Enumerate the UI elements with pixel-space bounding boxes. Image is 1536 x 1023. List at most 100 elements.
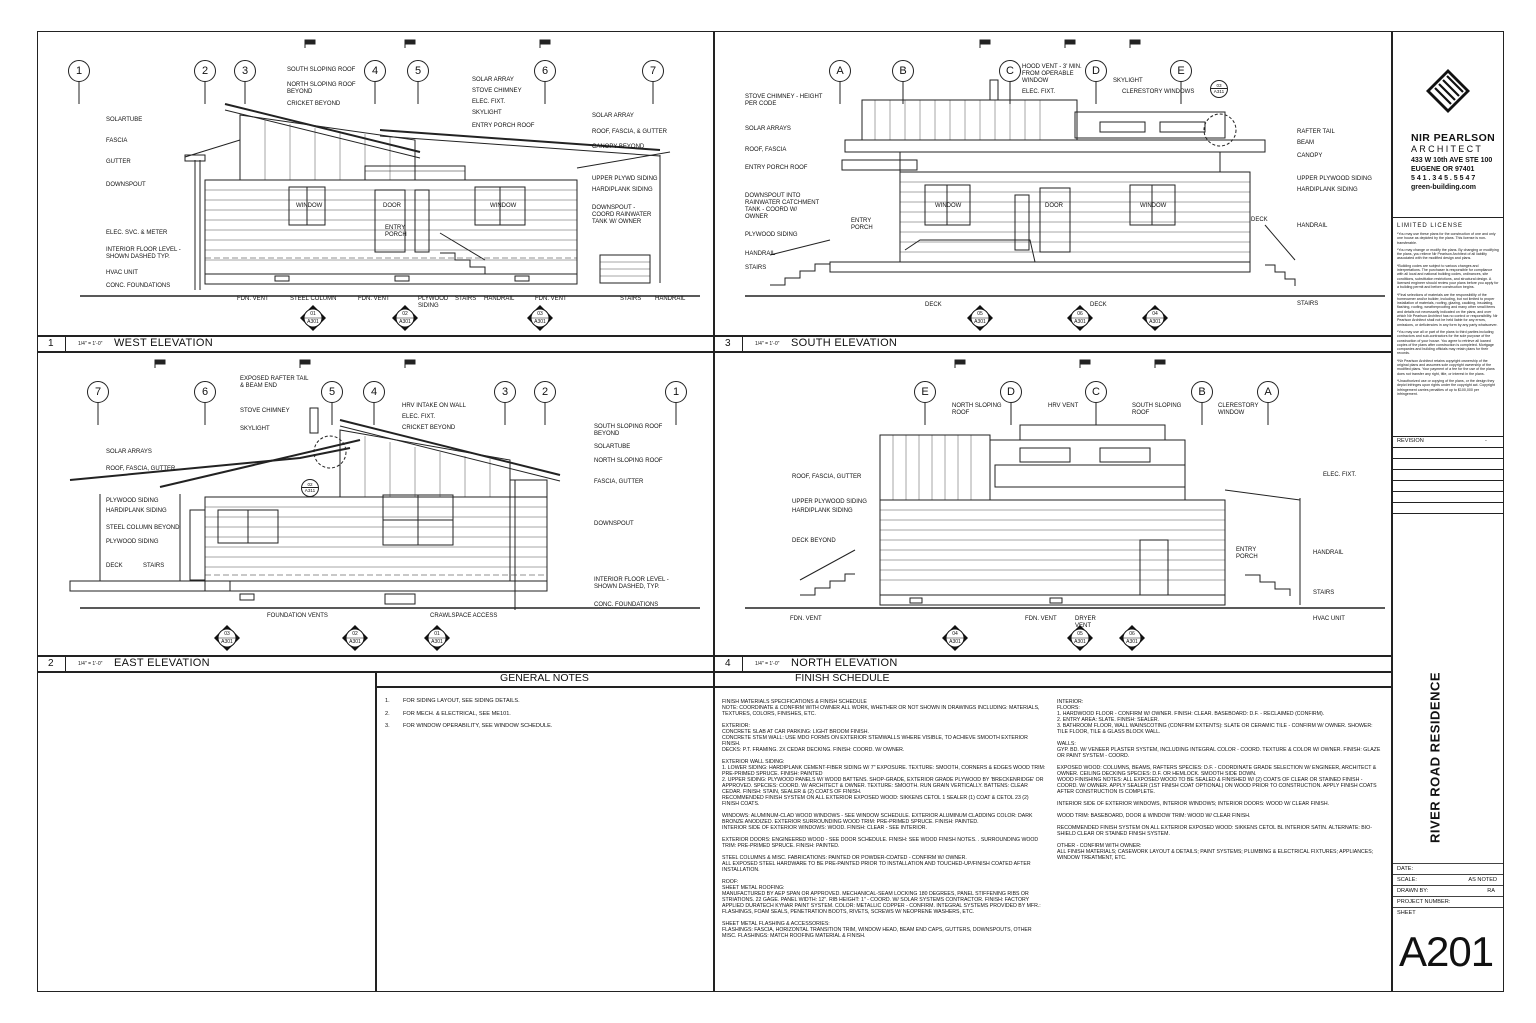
- license-paragraph: *You may change or modify the plans. By …: [1397, 247, 1499, 261]
- section-marker-sheet: A301: [1126, 639, 1138, 645]
- divider: [1393, 513, 1503, 514]
- label: ELEC. SVC. & METER: [106, 230, 168, 236]
- label: DOWNSPOUT: [594, 521, 634, 527]
- gridline-bubble: B: [892, 60, 914, 82]
- section-marker-id: 03: [537, 311, 543, 317]
- label: HVAC UNIT: [1313, 616, 1345, 622]
- view-number: 3: [715, 336, 743, 352]
- firm-logo: [1426, 69, 1470, 113]
- gridline-bubble: C: [999, 60, 1021, 82]
- finish-paragraph: INTERIOR: FLOORS: 1. HARDWOOD FLOOR - CO…: [1057, 699, 1373, 735]
- gridline-bubble: 3: [234, 60, 256, 82]
- section-marker-id: 02: [402, 311, 408, 317]
- section-marker-id: 05: [977, 311, 983, 317]
- section-marker-id: 02: [352, 631, 358, 637]
- label: UPPER PLYWD SIDING: [592, 176, 658, 182]
- label: STAIRS: [455, 296, 477, 302]
- label: ROOF, FASCIA, & GUTTER: [592, 129, 668, 135]
- label: PLYWOOD SIDING: [418, 296, 449, 309]
- gridline-bubble: 1: [665, 381, 687, 403]
- notes-left-divider: [375, 671, 377, 992]
- divider: [1393, 217, 1503, 218]
- view-title: NORTH ELEVATION: [791, 657, 898, 669]
- section-marker-id: 06: [1077, 311, 1083, 317]
- section-marker-id: 01: [310, 311, 316, 317]
- label: STEEL COLUMN BEYOND: [106, 525, 180, 531]
- finish-paragraph: RECOMMENDED FINISH SYSTEM ON ALL EXTERIO…: [1057, 825, 1372, 837]
- finish-paragraph: OTHER - CONFIRM WITH OWNER: ALL FINISH M…: [1057, 843, 1374, 861]
- label: WINDOW: [296, 203, 323, 209]
- label: SOUTH SLOPING ROOF: [1132, 403, 1182, 416]
- general-notes-title: GENERAL NOTES: [500, 672, 589, 684]
- finish-paragraph: SHEET METAL FLASHING & ACCESSORIES: FLAS…: [722, 921, 1032, 939]
- label: SOUTH SLOPING ROOF BEYOND: [594, 424, 663, 437]
- label: SOLAR ARRAY: [592, 113, 634, 119]
- label: SOLAR ARRAYS: [745, 126, 791, 132]
- section-marker-sheet: A301: [399, 319, 411, 325]
- gridline-bubble: 4: [363, 381, 385, 403]
- divider: [1393, 469, 1503, 470]
- drawn-row: DRAWN BY:RA: [1393, 885, 1503, 896]
- view-title-north: 4 1/4" = 1'-0" NORTH ELEVATION: [715, 656, 1390, 672]
- section-marker-sheet: A301: [307, 319, 319, 325]
- gridline-bubble: 2: [534, 381, 556, 403]
- label: CRAWLSPACE ACCESS: [430, 613, 498, 619]
- gridline-bubble: 7: [642, 60, 664, 82]
- section-marker-id: 05: [1077, 631, 1083, 637]
- label: CANOPY: [1297, 153, 1323, 159]
- label: EXPOSED RAFTER TAIL & BEAM END: [240, 376, 309, 389]
- gridline-bubble: C: [1085, 381, 1107, 403]
- view-scale: 1/4" = 1'-0": [755, 341, 780, 347]
- label: ENTRY PORCH: [1236, 547, 1258, 560]
- label: WINDOW: [935, 203, 962, 209]
- finish-paragraph: STEEL COLUMNS & MISC. FABRICATIONS: PAIN…: [722, 855, 1031, 873]
- label: RAFTER TAIL: [1297, 129, 1335, 135]
- divider: [1393, 491, 1503, 492]
- label: HRV VENT: [1048, 403, 1079, 409]
- gridline-bubble: A: [829, 60, 851, 82]
- label: DOOR: [1045, 203, 1063, 209]
- label: ENTRY PORCH ROOF: [745, 165, 808, 171]
- label: ELEC. FIXT.: [1022, 89, 1056, 95]
- gridline-bubble: D: [1000, 381, 1022, 403]
- section-marker-sheet: A301: [431, 639, 443, 645]
- general-notes-list: 1.FOR SIDING LAYOUT, SEE SIDING DETAILS.…: [385, 698, 705, 736]
- sheet-number: A201: [1399, 928, 1494, 975]
- label: SKYLIGHT: [240, 426, 270, 432]
- label: GUTTER: [106, 159, 131, 165]
- divider: [1393, 480, 1503, 481]
- label: SOLARTUBE: [594, 444, 631, 450]
- license-text: *You may use these plans for the constru…: [1397, 232, 1499, 399]
- detail-sheet: A311: [302, 487, 318, 493]
- label: FDN. VENT: [535, 296, 567, 302]
- label: INTERIOR FLOOR LEVEL - SHOWN DASHED, TYP…: [594, 577, 669, 590]
- label: HARDIPLANK SIDING: [592, 187, 653, 193]
- finish-schedule-left: FINISH MATERIALS SPECIFICATIONS & FINISH…: [722, 699, 1047, 945]
- license-paragraph: *You may use all or part of the plans to…: [1397, 329, 1494, 356]
- label: ELEC. FIXT.: [402, 414, 436, 420]
- label: HARDIPLANK SIDING: [792, 508, 853, 514]
- detail-id: 03: [1216, 83, 1222, 88]
- section-marker-sheet: A301: [949, 639, 961, 645]
- gridline-bubble: 2: [194, 60, 216, 82]
- project-number-row: PROJECT NUMBER:: [1393, 896, 1503, 907]
- finish-paragraph: EXTERIOR DOORS: ENGINEERED WOOD - SEE DO…: [722, 837, 1039, 849]
- section-marker-sheet: A301: [1074, 639, 1086, 645]
- titleblock-divider: [1391, 32, 1393, 992]
- label: NORTH SLOPING ROOF BEYOND: [287, 82, 356, 95]
- gridline-bubble: E: [1170, 60, 1192, 82]
- divider: [1393, 447, 1503, 448]
- view-number: 2: [38, 656, 66, 672]
- finish-schedule-title: FINISH SCHEDULE: [795, 672, 890, 684]
- license-paragraph: *Building codes are subject to various c…: [1397, 263, 1499, 290]
- section-marker-id: 04: [952, 631, 958, 637]
- label: BEAM: [1297, 140, 1315, 146]
- firm-web: green-building.com: [1411, 184, 1476, 191]
- label: HVAC UNIT: [106, 270, 138, 276]
- label: DECK: [1251, 217, 1268, 223]
